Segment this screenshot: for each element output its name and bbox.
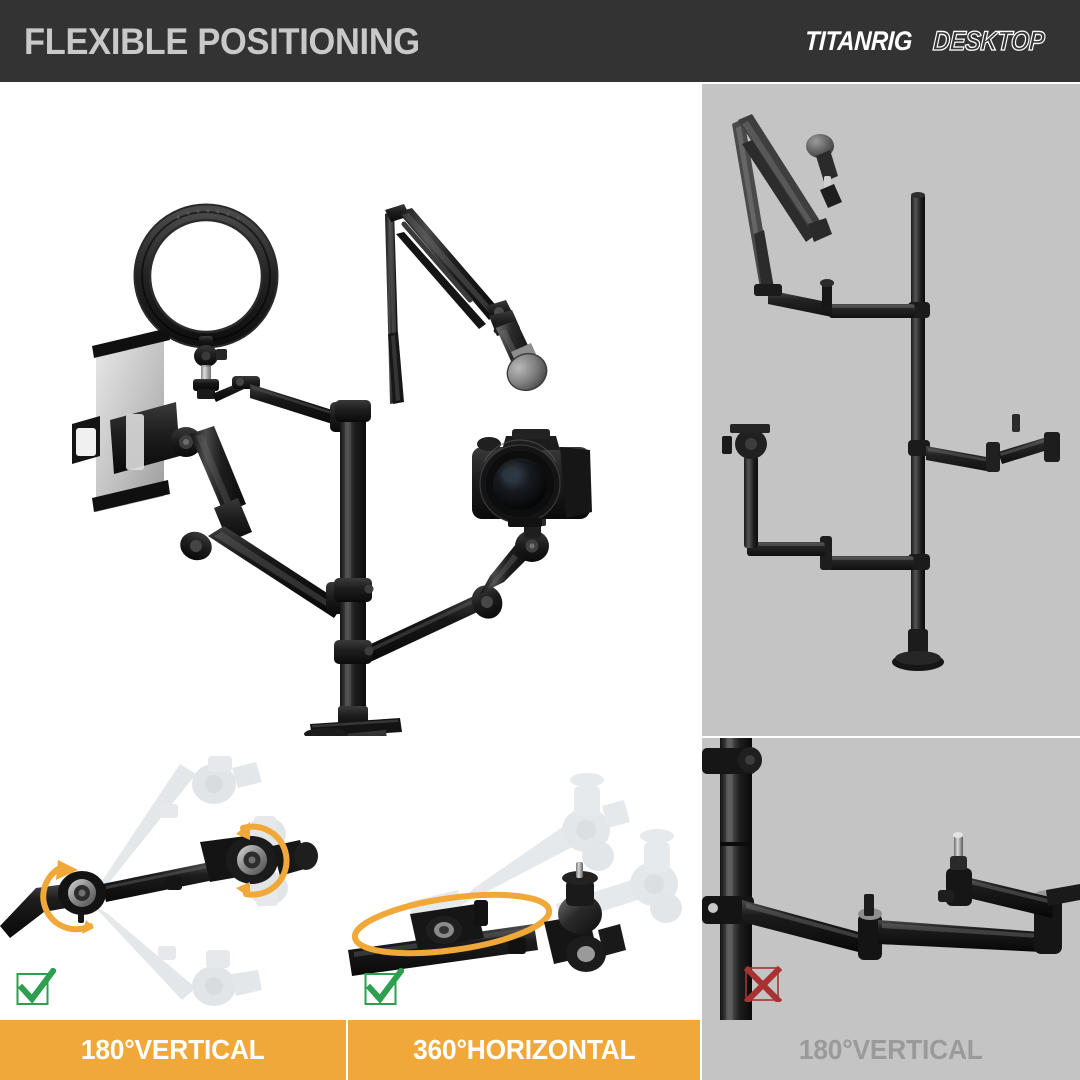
horizontal-rotation-illustration [348,738,700,1020]
caption-vertical-label: 180°VERTICAL [81,1034,265,1065]
pivot-joint-left [58,871,106,923]
rig-skeleton-illustration [702,84,1080,736]
brand-logo: TITANRIG DESKTOP [804,25,1060,57]
caption-vertical-disabled-label: 180°VERTICAL [799,1034,983,1065]
handheld-microphone [489,310,548,392]
caption-vertical: 180°VERTICAL [0,1020,346,1080]
rotation-arrow-left-head [56,860,78,880]
panel-arm-closeup [702,738,1080,1020]
ring-light-arm [212,376,356,432]
check-icon-horizontal [364,968,404,1008]
caption-divider-2 [700,1020,702,1080]
tablet-holder [72,328,202,512]
rotation-arrow-right [240,823,290,898]
caption-divider-1 [346,1020,348,1080]
vertical-rotation-illustration [0,738,346,1020]
closeup-arm-segment-1 [742,894,882,960]
ghost-arm-up [92,756,262,896]
camera-support-arm [358,518,549,664]
full-rig-illustration [0,84,700,736]
skeleton-mic-boom [732,114,842,296]
check-icon-vertical [16,968,56,1008]
skeleton-side-arm [908,414,1060,472]
panel-rig-skeleton [702,84,1080,736]
skeleton-vertical-pole [892,192,944,671]
tablet-support-arm [180,426,356,618]
ring-light-group [133,203,279,399]
closeup-arm-segment-3 [938,832,1080,918]
brand-name-primary: TITANRIG [804,25,913,56]
rotation-ellipse-orange [351,891,553,957]
ghost-arm-down [92,904,262,1006]
panel-horizontal-rotation [348,738,700,1020]
desk-clamp [304,706,402,736]
skeleton-upper-arm [768,279,930,318]
brand-name-secondary: DESKTOP [932,25,1046,56]
rotation-arrow-left [40,864,93,933]
dslr-camera [472,429,592,527]
rotation-collar [410,900,488,950]
rotation-arrow-right-head [236,822,250,840]
cross-icon-disabled [742,962,782,1002]
ball-head-mount [544,862,626,972]
vertical-pole [334,400,374,710]
page-title: FLEXIBLE POSITIONING [24,20,420,62]
skeleton-lower-arm [722,424,930,570]
header-bar: FLEXIBLE POSITIONING TITANRIG DESKTOP [0,0,1080,82]
pivot-joint-right [200,836,318,884]
rotation-arrow-right-tail-head [236,882,250,898]
arm-closeup-illustration [702,738,1080,1020]
main-arm [0,862,214,938]
rotation-arrow-left-tail-head [82,920,94,934]
panel-vertical-rotation [0,738,346,1020]
microphone-boom-arm [385,204,514,404]
panel-full-rig [0,84,700,736]
caption-horizontal: 360°HORIZONTAL [348,1020,700,1080]
caption-vertical-disabled: 180°VERTICAL [702,1020,1080,1080]
caption-horizontal-label: 360°HORIZONTAL [412,1034,636,1065]
